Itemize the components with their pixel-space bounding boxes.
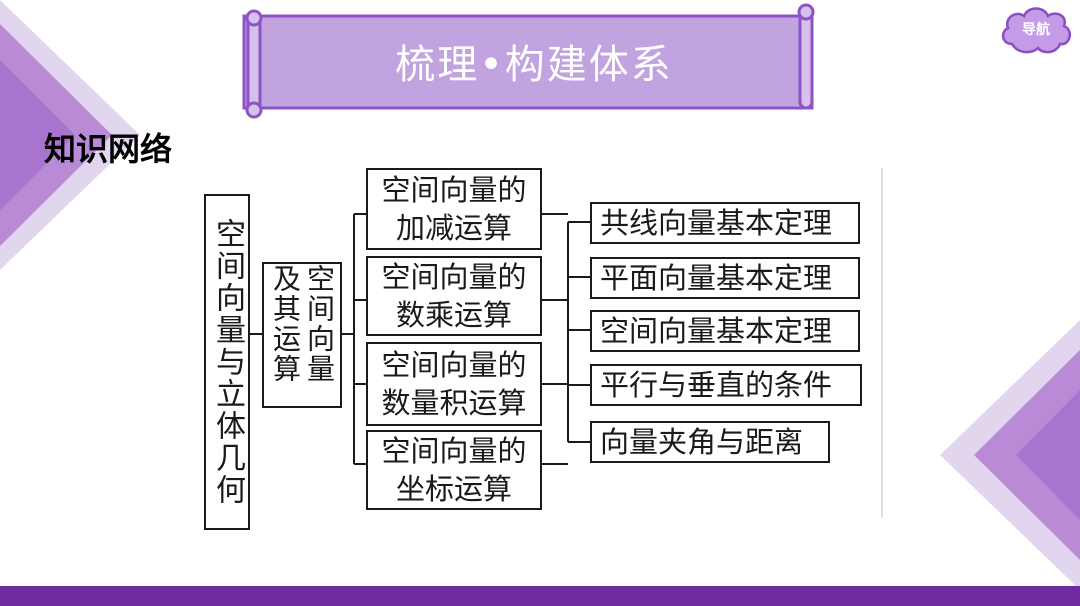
nav-cloud-button[interactable] <box>998 4 1074 58</box>
operation-box-dot-product: 空间向量的数量积运算 <box>366 342 542 426</box>
operation-box-coordinate: 空间向量的坐标运算 <box>366 430 542 510</box>
section-heading: 知识网络 <box>44 130 173 168</box>
operation-box-scalar-multiply: 空间向量的数乘运算 <box>366 256 542 336</box>
connector-lines <box>250 168 883 518</box>
result-box-angle-distance: 向量夹角与距离 <box>590 421 830 463</box>
group-topic-box: 空间向量及其运算 <box>262 262 342 408</box>
title-scroll-banner <box>242 3 815 119</box>
operation-box-add-subtract: 空间向量的加减运算 <box>366 168 542 250</box>
result-box-parallel-perpendicular: 平行与垂直的条件 <box>590 364 862 406</box>
root-topic-box: 空间向量与立体几何 <box>204 194 250 530</box>
right-corner-decoration <box>940 320 1080 590</box>
result-box-plane-theorem: 平面向量基本定理 <box>590 257 860 299</box>
left-corner-decoration <box>0 0 140 270</box>
result-box-collinear-theorem: 共线向量基本定理 <box>590 202 860 244</box>
result-box-space-theorem: 空间向量基本定理 <box>590 310 860 352</box>
knowledge-network-diagram: 空间向量与立体几何 空间向量及其运算 空间向量的加减运算 空间向量的数乘运算 空… <box>170 162 890 530</box>
banner-title: 梳理•构建体系 <box>395 42 673 88</box>
bottom-accent-bar <box>0 586 1080 606</box>
